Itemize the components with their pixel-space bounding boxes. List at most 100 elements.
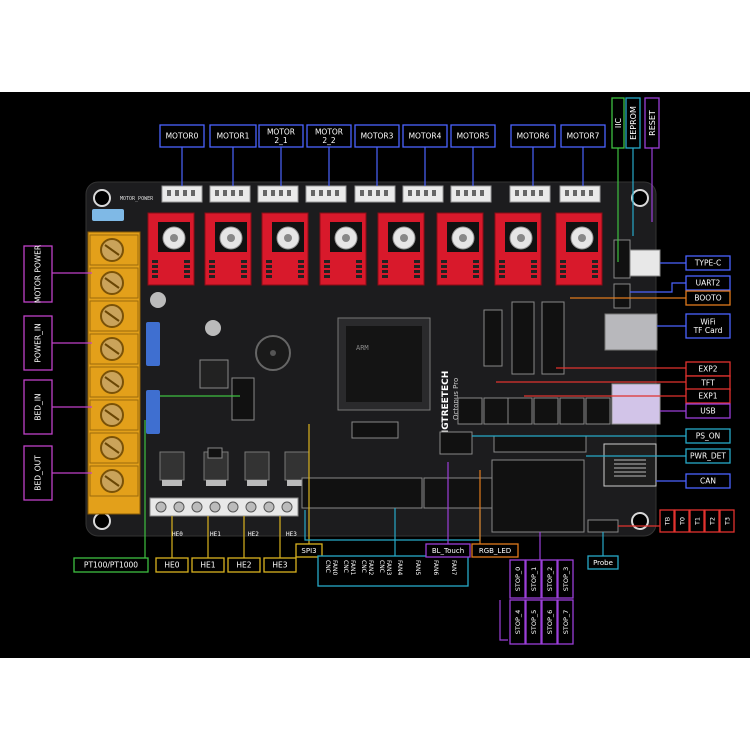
uart2-leader [630,282,686,293]
motor-power-label: MOTOR POWER [23,245,53,303]
eeprom-label: EEPROM [625,97,641,149]
pin-header [587,519,619,533]
motor-label-6-text: MOTOR5 [457,132,490,141]
heater-label-1-text: HE1 [200,561,215,570]
fan-label-text: FAN5 [414,560,421,575]
motor-label-4-box [354,124,400,148]
motor-label-0-text: MOTOR0 [166,132,199,141]
stop-top-label-3-box [557,559,574,599]
motor-label-8-box [560,124,606,148]
leader-lines [52,147,686,641]
mount-hole [631,189,649,207]
motor-label-6: MOTOR5 [450,124,496,148]
pin-header [507,397,533,425]
booto-label-box [685,290,731,306]
type-c-label-text: TYPE-C [694,259,721,268]
stop-bottom-label-0-box [509,599,526,645]
pin-header [457,397,483,425]
mcu-chip: ARM [337,317,431,411]
pin-header [439,431,473,455]
type-c-port [629,249,661,277]
usb-a-port [611,383,661,425]
bed-in-label: BED_IN [23,379,53,435]
tft-label-text: TFT [700,379,715,388]
heater-label-1: HE1 [191,557,225,573]
can-label-text: CAN [700,477,716,486]
motor-connectors [161,185,601,203]
stop-top-label-0-box [509,559,526,599]
can-label: CAN [685,473,731,489]
rgb-led-label: RGB_LED [471,543,519,558]
pt100-label-box [73,557,149,573]
heater-label-2-text: HE2 [236,561,251,570]
exp1-label-text: EXP1 [698,392,717,401]
exp1-label-box [685,388,731,404]
tft-label: TFT [685,375,731,391]
stop-bottom-label-2-box [541,599,558,645]
stop-top-label-2: STOP_2 [541,559,558,599]
fuse [146,390,160,434]
fuse [92,209,124,221]
power-terminal-block [87,231,141,515]
motor-label-2-box [258,124,304,148]
thermistor-label-1-text: T0 [678,517,686,526]
eeprom-label-text: EEPROM [629,106,638,140]
fan-label-5: FAN5 [414,560,421,575]
heater-label-3-text: HE3 [272,561,287,570]
fan-label-text: CNC [378,560,385,573]
bed-in-label-box [23,379,53,435]
fan-label-text: FAN7 [450,560,457,575]
booto-label-text: BOOTO [694,294,721,303]
fan-label-6: FAN6 [432,560,439,575]
iic-label: IIC [611,97,625,149]
bed-out-label-box [23,445,53,501]
reset-label-box [644,97,660,149]
silk-heater-0: HE0 [172,531,183,538]
motor-label-3-text: MOTOR [315,127,343,136]
fan-label-text: FAN2 [367,560,374,575]
stop-bottom-label-1-text: STOP_5 [530,610,538,635]
svg-text:ARM: ARM [356,344,369,352]
mosfet [284,451,310,481]
inductor [199,359,229,389]
heater-label-2-box [227,557,261,573]
pin-headers [207,239,631,533]
stop-top-label-1-box [525,559,542,599]
bl-touch-label-text: BL_Touch [432,547,464,555]
motor-label-0: MOTOR0 [159,124,205,148]
bl-touch-label: BL_Touch [425,543,471,558]
stepper-drivers [147,212,603,286]
can-port [603,443,657,487]
pin-header [613,239,631,279]
motor-label-3-box [306,124,352,148]
stop-top-label-3: STOP_3 [557,559,574,599]
silk-motor-power: MOTOR_POWER [120,196,154,202]
fan-label-text: FAN6 [432,560,439,575]
fuse [146,322,160,366]
stop-bottom-label-1: STOP_5 [525,599,542,645]
probe-label: Probe [587,555,619,570]
booto-label: BOOTO [685,290,731,306]
motor-label-4: MOTOR3 [354,124,400,148]
fan-label-7: FAN7 [450,560,457,575]
pin-header [351,421,399,439]
ps-on-label-text: PS_ON [696,432,721,441]
sd-card-slot [604,313,658,351]
board-brand: BIGTREETECH [441,371,451,440]
silk-heater-1: HE1 [210,531,221,538]
spi3-label-box [295,543,323,558]
can-label-box [685,473,731,489]
ps-on-label-box [685,428,731,444]
probe-label-text: Probe [593,559,613,567]
heater-label-2: HE2 [227,557,261,573]
iic-label-text: IIC [614,117,623,128]
stop-bottom-label-2: STOP_6 [541,599,558,645]
fan-label-text: FAN0 [331,560,338,575]
motor-label-8: MOTOR7 [560,124,606,148]
wifi-tf-label-text: WiFi [700,317,715,326]
pwr-det-label-text: PWR_DET [690,452,726,461]
uart2-label-box [685,275,731,291]
thermistor-label-1: T0 [674,509,690,533]
